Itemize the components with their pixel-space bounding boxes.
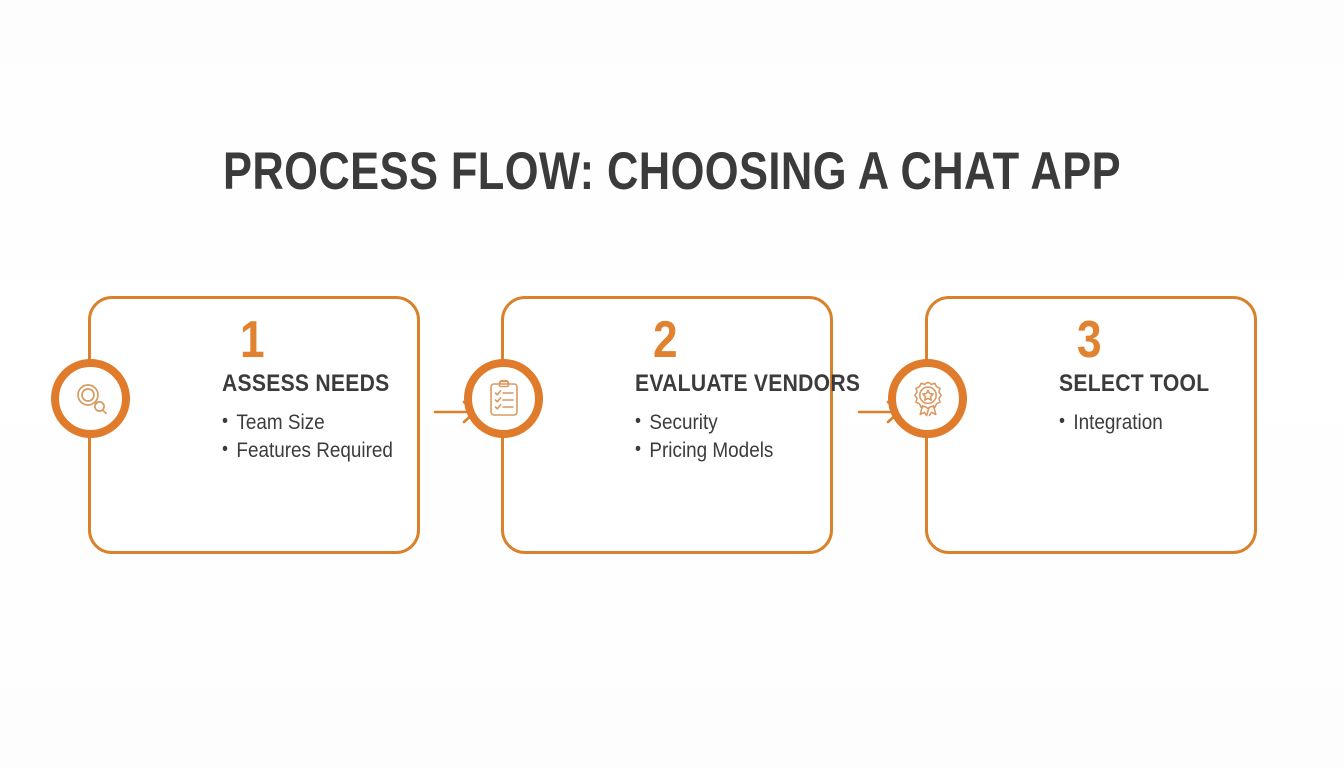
- step-content-3: 3 SELECT TOOL Integration: [1059, 311, 1246, 437]
- magnifier-icon: [51, 359, 130, 438]
- clipboard-checklist-icon: [464, 359, 543, 438]
- step-number-1: 1: [240, 311, 265, 369]
- process-step-card-3[interactable]: 3 SELECT TOOL Integration: [888, 296, 1257, 554]
- list-item: Security: [635, 408, 803, 437]
- page-title: PROCESS FLOW: CHOOSING A CHAT APP: [222, 142, 1122, 201]
- step-title-2: EVALUATE VENDORS: [635, 370, 861, 397]
- step-title-1: ASSESS NEEDS: [222, 370, 390, 397]
- list-item: Team Size: [222, 408, 390, 437]
- step-content-2: 2 EVALUATE VENDORS Security Pricing Mode…: [635, 311, 861, 465]
- step-bullets-3: Integration: [1059, 408, 1227, 437]
- step-number-3: 3: [1077, 311, 1102, 369]
- step-content-1: 1 ASSESS NEEDS Team Size Features Requir…: [222, 311, 409, 465]
- step-title-3: SELECT TOOL: [1059, 370, 1210, 397]
- process-flow-diagram: 1 ASSESS NEEDS Team Size Features Requir…: [51, 296, 1258, 556]
- list-item: Features Required: [222, 436, 393, 465]
- process-step-card-2[interactable]: 2 EVALUATE VENDORS Security Pricing Mode…: [464, 296, 861, 554]
- step-bullets-2: Security Pricing Models: [635, 408, 803, 465]
- step-number-2: 2: [653, 311, 678, 369]
- list-item: Integration: [1059, 408, 1227, 437]
- award-badge-icon: [888, 359, 967, 438]
- step-bullets-1: Team Size Features Required: [222, 408, 393, 465]
- list-item: Pricing Models: [635, 436, 803, 465]
- process-step-card-1[interactable]: 1 ASSESS NEEDS Team Size Features Requir…: [51, 296, 420, 554]
